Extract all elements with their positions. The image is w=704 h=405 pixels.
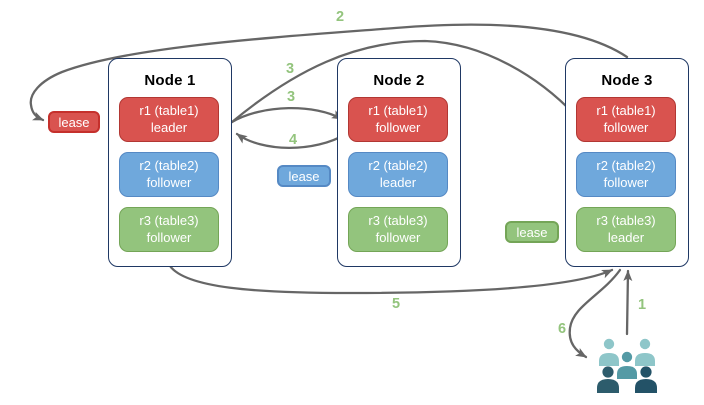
arrow-step4-node2-to-node1: [235, 132, 348, 149]
users-icon: [597, 338, 657, 393]
node-2-container: Node 2 r1 (table1) follower r2 (table2) …: [337, 58, 461, 267]
replica-role-label: leader: [607, 229, 645, 245]
node2-replica-r2: r2 (table2) leader: [348, 152, 448, 197]
replica-role-label: leader: [150, 119, 188, 135]
replica-range-label: r1 (table1): [368, 103, 428, 118]
replica-role-label: follower: [375, 229, 421, 245]
replica-role-label: leader: [379, 174, 417, 190]
step-label-4: 4: [288, 132, 298, 148]
step-label-1: 1: [637, 297, 647, 313]
arrow-step5-node1-to-node3: [168, 264, 614, 295]
arrow-step1-users-to-node3: [623, 269, 633, 336]
replica-role-label: follower: [603, 119, 649, 135]
node-2-title: Node 2: [373, 72, 425, 89]
lease-badge-r1: lease: [48, 111, 100, 133]
replica-role-label: follower: [603, 174, 649, 190]
replica-range-label: r2 (table2): [596, 158, 656, 173]
arrow-step6-node3-to-users: [568, 268, 622, 359]
node-3-title: Node 3: [601, 72, 653, 89]
replica-role-label: follower: [146, 229, 192, 245]
step-label-3-upper: 3: [285, 61, 295, 77]
replica-role-label: follower: [375, 119, 421, 135]
node1-replica-r2: r2 (table2) follower: [119, 152, 219, 197]
replica-range-label: r3 (table3): [139, 213, 199, 228]
arrow-step3-node1-to-node2: [230, 106, 344, 124]
step-label-2: 2: [335, 9, 345, 25]
arrow-step3-node1-to-node3: [230, 39, 577, 124]
node1-replica-r1: r1 (table1) leader: [119, 97, 219, 142]
step-label-5: 5: [391, 296, 401, 312]
lease-badge-r3: lease: [505, 221, 559, 243]
replica-range-label: r1 (table1): [139, 103, 199, 118]
node-1-title: Node 1: [144, 72, 196, 89]
node2-replica-r1: r1 (table1) follower: [348, 97, 448, 142]
lease-badge-r2: lease: [277, 165, 331, 187]
step-label-6: 6: [557, 321, 567, 337]
step-label-3-lower: 3: [286, 89, 296, 105]
node2-replica-r3: r3 (table3) follower: [348, 207, 448, 252]
node-1-container: Node 1 r1 (table1) leader r2 (table2) fo…: [108, 58, 232, 267]
replica-range-label: r2 (table2): [368, 158, 428, 173]
replica-role-label: follower: [146, 174, 192, 190]
replica-range-label: r2 (table2): [139, 158, 199, 173]
replica-range-label: r1 (table1): [596, 103, 656, 118]
node1-replica-r3: r3 (table3) follower: [119, 207, 219, 252]
node3-replica-r3: r3 (table3) leader: [576, 207, 676, 252]
node3-replica-r2: r2 (table2) follower: [576, 152, 676, 197]
replica-range-label: r3 (table3): [368, 213, 428, 228]
node3-replica-r1: r1 (table1) follower: [576, 97, 676, 142]
replica-range-label: r3 (table3): [596, 213, 656, 228]
node-3-container: Node 3 r1 (table1) follower r2 (table2) …: [565, 58, 689, 267]
arrow-step2-node3-to-red-lease: [29, 23, 629, 122]
